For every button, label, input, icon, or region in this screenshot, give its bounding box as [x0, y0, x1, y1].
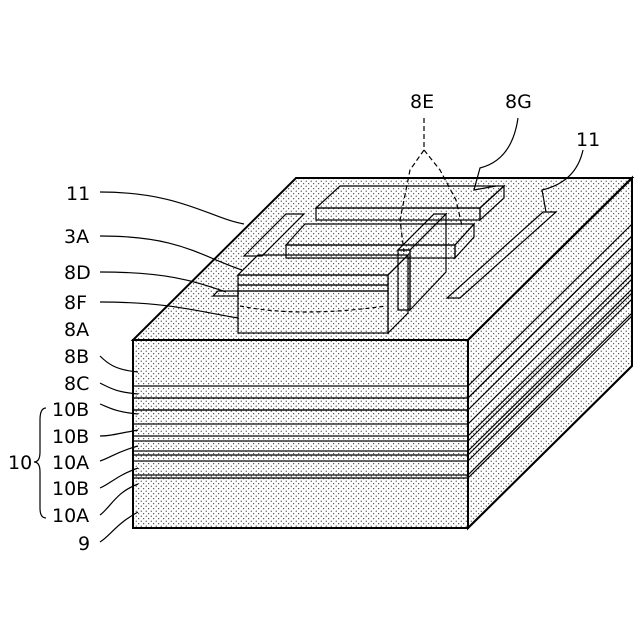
label-8a: 8A — [64, 319, 89, 341]
label-10b-2: 10B — [52, 426, 89, 448]
label-8c: 8C — [64, 373, 89, 395]
substrate-block — [133, 178, 632, 528]
label-10b-1: 10B — [52, 399, 89, 421]
label-10b-3: 10B — [52, 478, 89, 500]
label-10a-2: 10A — [52, 505, 89, 527]
front-face — [133, 340, 468, 528]
label-8g: 8G — [505, 91, 532, 113]
label-8e: 8E — [410, 91, 434, 113]
label-11-top: 11 — [576, 129, 600, 151]
label-8b: 8B — [64, 346, 89, 368]
label-10a-1: 10A — [52, 452, 89, 474]
label-8d: 8D — [64, 262, 91, 284]
label-9: 9 — [78, 533, 90, 555]
label-3a: 3A — [64, 226, 89, 248]
label-11-left: 11 — [66, 183, 90, 205]
label-10: 10 — [8, 452, 32, 474]
label-8f: 8F — [64, 292, 87, 314]
